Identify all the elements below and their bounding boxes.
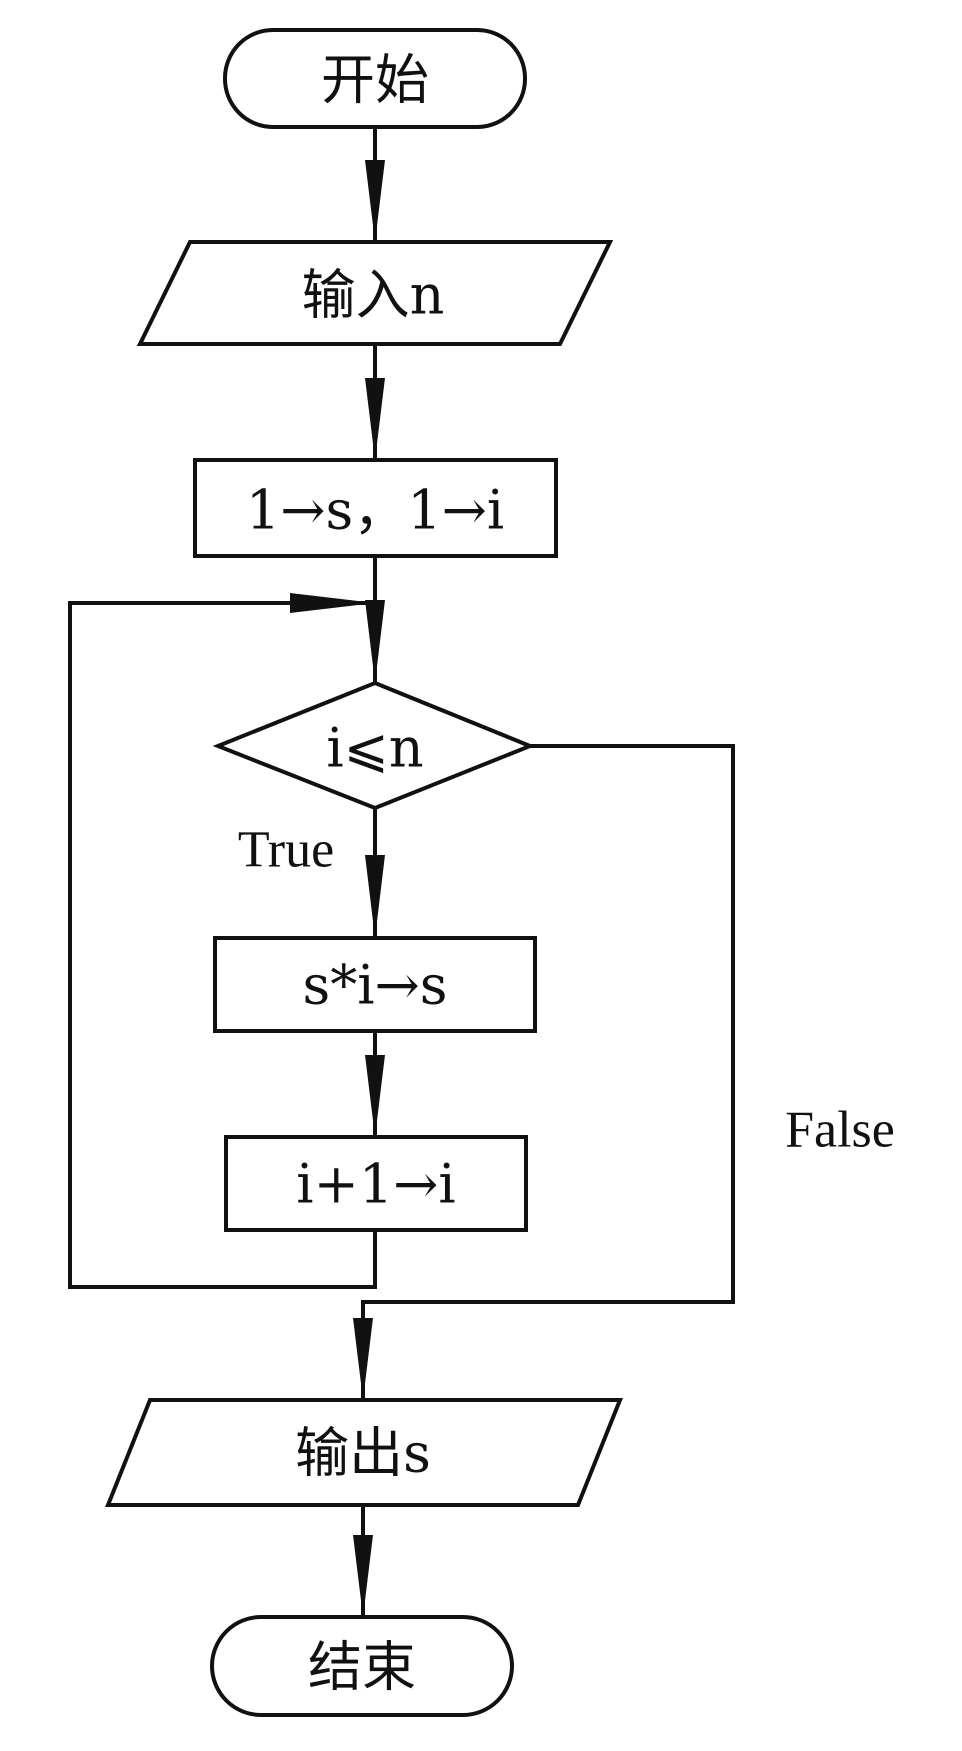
condition-node: i⩽n — [212, 680, 536, 811]
arrow-init-to-condition — [365, 556, 385, 683]
arrow-true-branch — [365, 808, 385, 938]
arrow-multiply-to-increment — [365, 1031, 385, 1137]
arrow-input-to-init — [365, 344, 385, 460]
start-label: 开始 — [321, 49, 429, 112]
multiply-label: s*i→s — [303, 954, 448, 1017]
false-branch-label: False — [785, 1102, 895, 1159]
input-label: 输入n — [302, 264, 445, 327]
output-node: 输出s — [105, 1398, 623, 1507]
end-label: 结束 — [308, 1636, 416, 1699]
output-label: 输出s — [295, 1422, 431, 1485]
increment-label: i+1→i — [296, 1153, 455, 1216]
arrow-output-to-end — [353, 1505, 373, 1617]
input-node: 输入n — [136, 240, 614, 346]
true-branch-label: True — [238, 822, 334, 879]
init-node: 1→s，1→i — [193, 458, 558, 558]
init-label: 1→s，1→i — [246, 479, 504, 542]
arrow-false-branch — [353, 744, 735, 1400]
arrow-start-to-input — [365, 127, 385, 242]
condition-label: i⩽n — [326, 717, 423, 780]
start-node: 开始 — [223, 28, 527, 129]
multiply-node: s*i→s — [213, 936, 537, 1033]
loop-back-arrow — [68, 593, 377, 1289]
increment-node: i+1→i — [224, 1135, 528, 1232]
end-node: 结束 — [210, 1615, 514, 1717]
